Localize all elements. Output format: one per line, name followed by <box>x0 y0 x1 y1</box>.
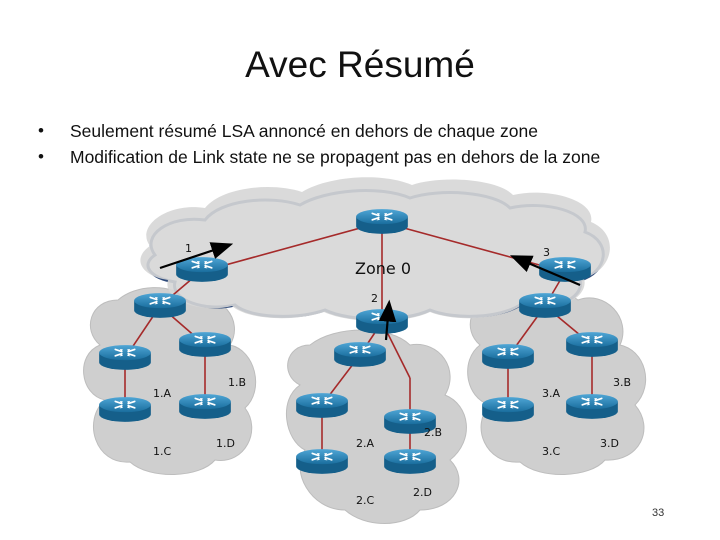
router-icon <box>481 343 535 370</box>
router-icon <box>295 392 349 419</box>
bullet-item: Seulement résumé LSA annoncé en dehors d… <box>38 118 600 144</box>
router-label-2c: 2.C <box>356 494 374 507</box>
router-icon <box>295 448 349 475</box>
router-icon <box>98 344 152 371</box>
router-label-3c: 3.C <box>542 445 560 458</box>
arrow <box>378 299 397 341</box>
router-icon <box>98 396 152 423</box>
slide-title: Avec Résumé <box>245 44 475 85</box>
backbone-label: Zone 0 <box>355 259 411 278</box>
link-label-area3: 3 <box>543 246 550 259</box>
router-icon <box>333 341 387 368</box>
page-number: 33 <box>652 507 665 519</box>
arrow <box>159 242 234 270</box>
bullet-item: Modification de Link state ne se propage… <box>38 144 600 170</box>
router-label-2a: 2.A <box>356 437 374 450</box>
router-icon <box>383 448 437 475</box>
router-icon <box>355 308 409 335</box>
router-icon <box>133 292 187 319</box>
router-icon <box>518 292 572 319</box>
link-label-area2: 2 <box>371 292 378 305</box>
router-label-3d: 3.D <box>600 437 619 450</box>
arrow <box>509 255 581 287</box>
router-icon <box>178 393 232 420</box>
router-label-1d: 1.D <box>216 437 235 450</box>
router-label-2b: 2.B <box>424 426 442 439</box>
router-icon <box>178 331 232 358</box>
router-icon <box>565 331 619 358</box>
arrows <box>159 242 581 341</box>
backbone-cloud <box>140 177 610 321</box>
router-icon <box>481 396 535 423</box>
router-label-1a: 1.A <box>153 387 171 400</box>
router-label-1c: 1.C <box>153 445 171 458</box>
router-label-1b: 1.B <box>228 376 246 389</box>
router-label-3a: 3.A <box>542 387 560 400</box>
router-label-2d: 2.D <box>413 486 432 499</box>
router-label-3b: 3.B <box>613 376 631 389</box>
bullet-list: Seulement résumé LSA annoncé en dehors d… <box>38 118 600 170</box>
router-icon <box>565 393 619 420</box>
router-icon <box>355 208 409 235</box>
link-label-area1: 1 <box>185 242 192 255</box>
